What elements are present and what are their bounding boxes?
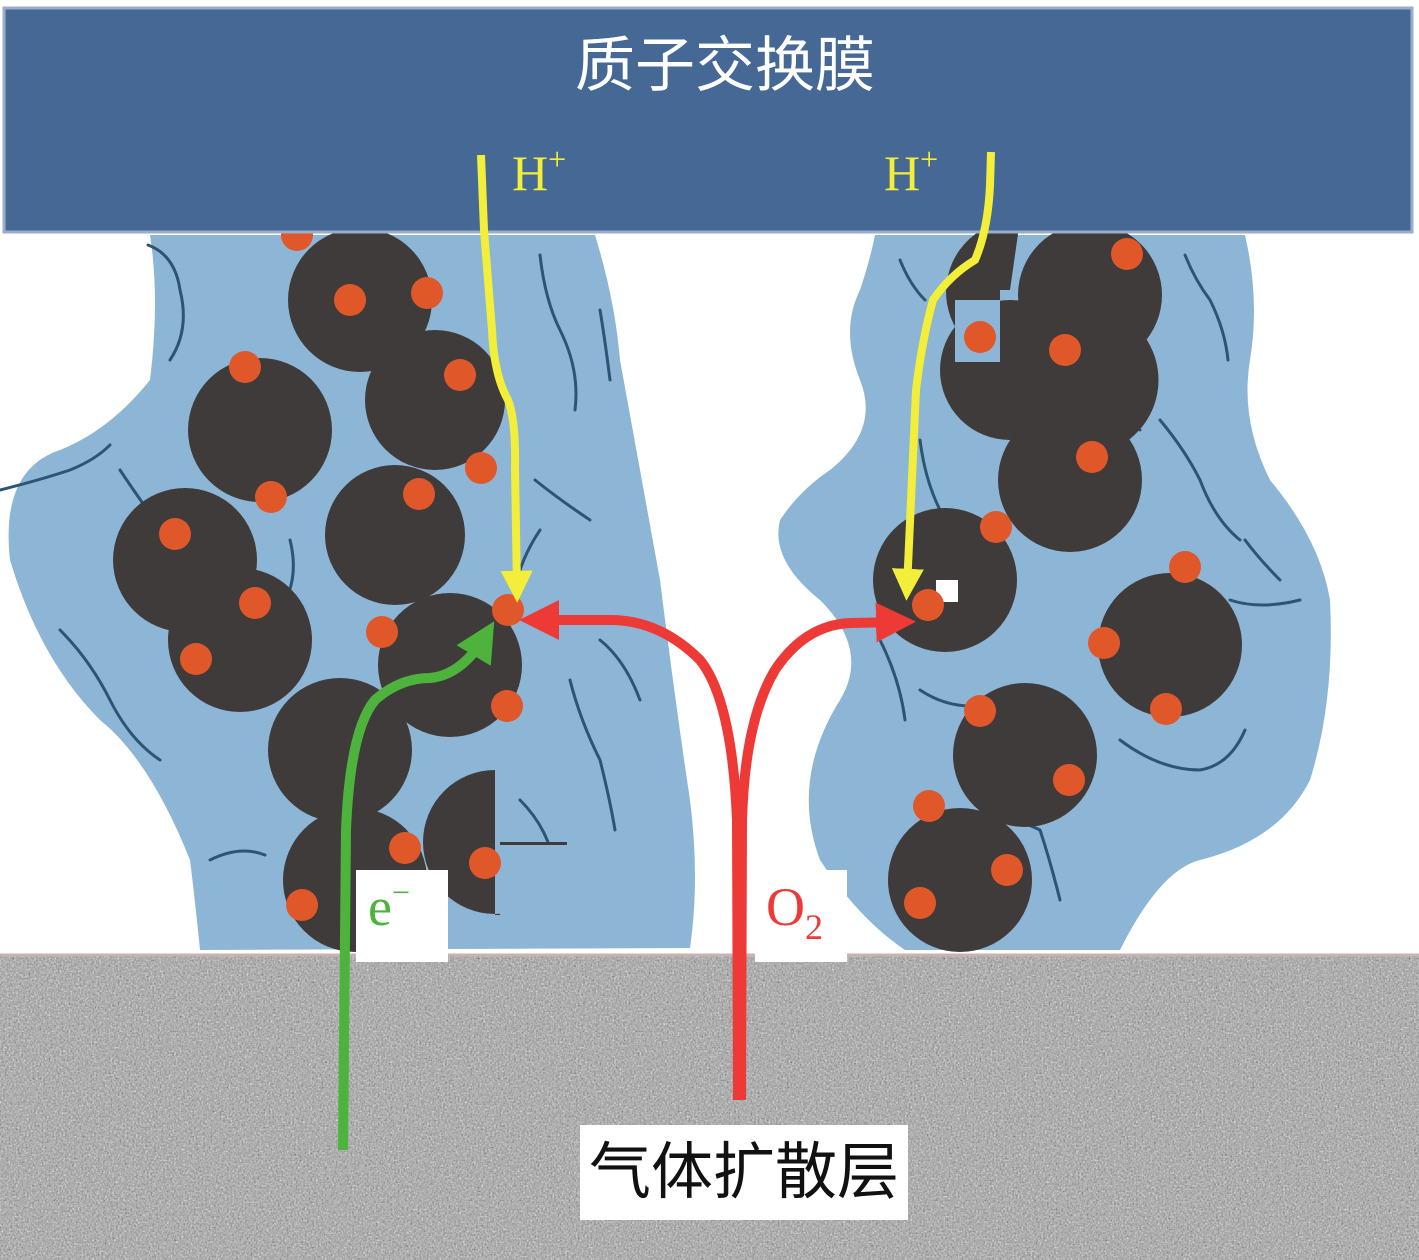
gdl-label: 气体扩散层	[589, 1135, 899, 1208]
membrane-label: 质子交换膜	[575, 31, 875, 101]
